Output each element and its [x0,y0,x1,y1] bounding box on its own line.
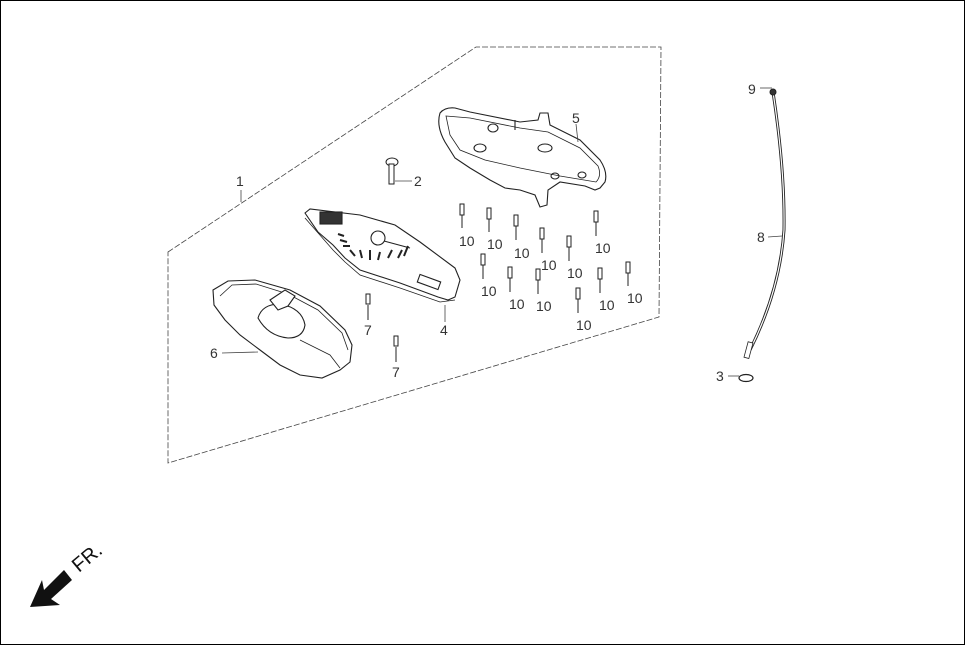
callout-10: 10 [509,296,525,312]
callout-10: 10 [567,265,583,281]
speedometer-cable-part [743,88,786,359]
callout-10: 10 [536,298,552,314]
callout-10: 10 [599,297,615,313]
screw-10 [507,266,513,292]
callout-10: 10 [459,233,475,249]
callout-10: 10 [576,317,592,333]
callout-4: 4 [440,322,448,338]
screw-7-b [393,335,399,362]
callout-7-b: 7 [392,364,400,380]
screw-10 [625,261,631,286]
callout-10: 10 [627,290,643,306]
screw-10 [459,203,465,228]
screw-10 [575,287,581,313]
gauge-tick-marks [337,233,409,261]
screw-10 [486,207,492,232]
callout-6: 6 [210,345,218,361]
callout-5: 5 [572,110,580,126]
screw-10 [480,253,486,279]
screw-7-a [365,293,371,320]
screw-10 [539,227,545,253]
front-arrow-icon [30,570,72,607]
callout-9: 9 [748,81,756,97]
callout-10: 10 [541,257,557,273]
screw-10 [597,267,603,293]
callout-2: 2 [414,173,422,189]
screw-10 [566,235,572,261]
screw-10 [535,268,541,294]
assembly-boundary [167,46,662,464]
pin-part [385,157,399,185]
screw-10-group [459,203,631,313]
washer-part [738,373,754,383]
upper-cover-part [212,279,353,379]
screw-10 [593,210,599,236]
callout-10: 10 [514,245,530,261]
callout-10: 10 [487,236,503,252]
callout-1: 1 [236,173,244,189]
callout-10: 10 [595,240,611,256]
callout-10: 10 [481,283,497,299]
meter-face-part [304,208,461,303]
callout-8: 8 [757,229,765,245]
screw-10 [513,214,519,240]
lower-case-part [438,107,607,208]
callout-7-a: 7 [364,322,372,338]
callout-3: 3 [716,368,724,384]
